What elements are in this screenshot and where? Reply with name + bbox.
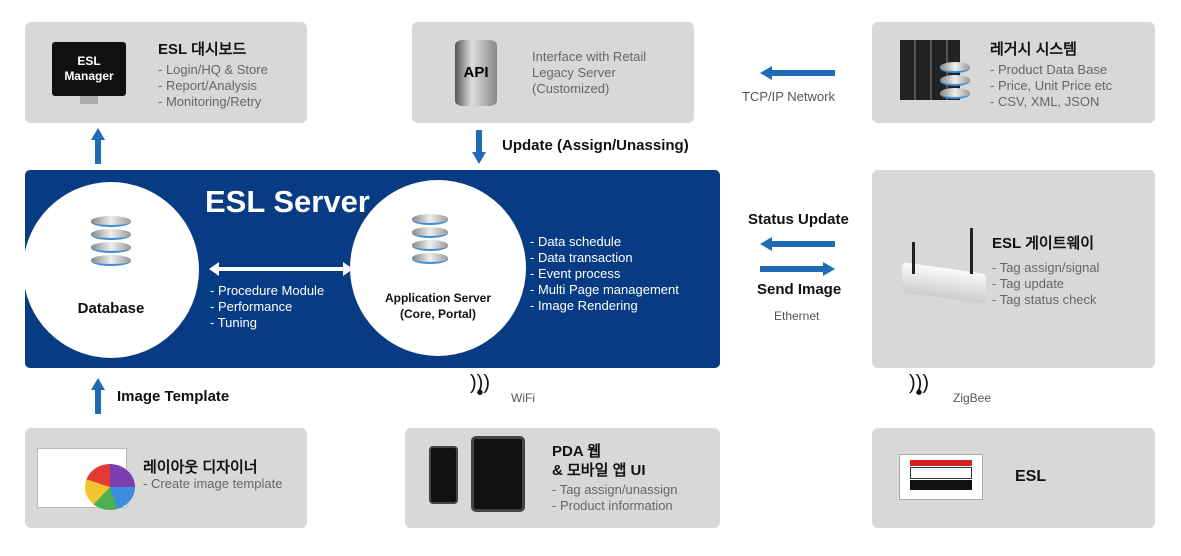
database-circle: Database: [23, 182, 199, 358]
arrow-head: [91, 128, 105, 140]
list-item: - Product Data Base: [990, 62, 1108, 77]
list-item: - Tag assign/unassign: [552, 482, 678, 497]
database-label: Database: [77, 300, 145, 317]
wifi-icon: )))•: [470, 372, 490, 404]
list-item: - Product information: [552, 498, 673, 513]
pda-title: PDA 웹 & 모바일 앱 UI: [552, 442, 646, 480]
phone-icon: [429, 446, 458, 504]
api-cylinder-icon: API: [455, 40, 497, 106]
antenna: [970, 228, 973, 274]
text-line: PDA 웹: [552, 443, 602, 460]
gateway-list: - Tag assign/signal - Tag update - Tag s…: [992, 260, 1099, 308]
list-item: - Tag update: [992, 276, 1065, 291]
list-item: - Procedure Module: [210, 283, 325, 298]
list-item: - Data transaction: [530, 250, 633, 265]
pda-list: - Tag assign/unassign - Product informat…: [552, 482, 678, 514]
list-item: - CSV, XML, JSON: [990, 94, 1100, 109]
server-title: ESL Server: [205, 184, 370, 219]
database-list: - Procedure Module - Performance - Tunin…: [210, 283, 324, 331]
image-template-label: Image Template: [117, 388, 230, 405]
esl-tag-icon: [899, 454, 983, 500]
pda-box: PDA 웹 & 모바일 앱 UI - Tag assign/unassign -…: [405, 428, 720, 528]
text-line: Interface with Retail: [532, 49, 647, 64]
gateway-title: ESL 게이트웨이: [992, 235, 1095, 252]
list-item: - Report/Analysis: [158, 78, 257, 93]
text-line: Legacy Server: [532, 65, 616, 80]
list-item: - Tag status check: [992, 292, 1097, 307]
tag-header: [910, 460, 972, 466]
arrow-up-icon: [95, 140, 101, 164]
esl-box: ESL: [872, 428, 1155, 528]
legacy-title: 레거시 시스템: [990, 41, 1077, 58]
monitor-text: ESL: [77, 54, 101, 68]
dashboard-box: ESL Manager ESL 대시보드 - Login/HQ & Store …: [25, 22, 307, 123]
esl-server: ESL Server Database - Procedure Module -…: [23, 170, 720, 368]
list-item: - Tag assign/signal: [992, 260, 1100, 275]
list-item: - Login/HQ & Store: [158, 62, 268, 77]
dashboard-title: ESL 대시보드: [158, 41, 247, 58]
dashboard-list: - Login/HQ & Store - Report/Analysis - M…: [158, 62, 268, 110]
gateway-box: ESL 게이트웨이 - Tag assign/signal - Tag upda…: [872, 170, 1155, 368]
tag-row: [910, 480, 972, 490]
list-item: - Image Rendering: [530, 298, 638, 313]
tcpip-label: TCP/IP Network: [742, 89, 835, 104]
arrow-shaft: [760, 266, 823, 272]
arrow-head: [209, 262, 219, 276]
designer-box: 레이아웃 디자이너 - Create image template: [25, 428, 307, 528]
tablet-icon: [471, 436, 525, 512]
tag-row: [910, 467, 972, 479]
ethernet-label: Ethernet: [774, 309, 820, 323]
server-icon: [412, 214, 448, 266]
arrow-left-icon: [760, 66, 772, 80]
arrow-shaft: [772, 241, 835, 247]
text-line: (Customized): [532, 81, 610, 96]
arrow-right-icon: [823, 262, 835, 276]
list-item: - Price, Unit Price etc: [990, 78, 1113, 93]
list-item: - Multi Page management: [530, 282, 679, 297]
text-line: & 모바일 앱 UI: [552, 462, 646, 479]
monitor-text: Manager: [64, 69, 114, 83]
pie-chart-icon: [85, 464, 135, 510]
app-server-circle: Application Server (Core, Portal): [350, 180, 526, 356]
list-item: - Tuning: [210, 315, 257, 330]
legacy-box: 레거시 시스템 - Product Data Base - Price, Uni…: [872, 22, 1155, 123]
arrow-head: [91, 378, 105, 390]
monitor-stand: [80, 96, 98, 104]
arrow-shaft: [772, 70, 835, 76]
api-description: Interface with Retail Legacy Server (Cus…: [532, 49, 646, 97]
arrow-head: [343, 262, 353, 276]
text-line: (Core, Portal): [399, 307, 476, 321]
app-server-list: - Data schedule - Data transaction - Eve…: [530, 234, 679, 314]
list-item: - Data schedule: [530, 234, 622, 249]
arrow-left-icon: [760, 237, 772, 251]
esl-title: ESL: [1015, 468, 1047, 485]
zigbee-label: ZigBee: [953, 391, 992, 405]
arrow-up-icon: [95, 390, 101, 414]
list-item: - Create image template: [143, 476, 283, 491]
list-item: - Performance: [210, 299, 293, 314]
arrow-down-icon: [476, 130, 482, 152]
update-label: Update (Assign/Unassing): [502, 137, 689, 154]
send-image-label: Send Image: [757, 281, 842, 298]
database-icon: [91, 216, 131, 268]
antenna: [912, 242, 915, 274]
arrow-head: [472, 152, 486, 164]
list-item: - Event process: [530, 266, 621, 281]
list-item: - Monitoring/Retry: [158, 94, 262, 109]
designer-title: 레이아웃 디자이너: [143, 459, 258, 476]
api-box: API Interface with Retail Legacy Server …: [412, 22, 694, 123]
designer-list: - Create image template: [143, 476, 282, 492]
app-server-label: Application Server (Core, Portal): [350, 290, 526, 322]
legacy-list: - Product Data Base - Price, Unit Price …: [990, 62, 1112, 110]
text-line: Application Server: [384, 291, 492, 305]
status-update-label: Status Update: [748, 211, 849, 228]
bidirectional-arrow-icon: [217, 267, 343, 271]
monitor-icon: ESL Manager: [52, 42, 126, 96]
database-icon: [940, 62, 970, 101]
wifi-label: WiFi: [511, 391, 535, 405]
zigbee-icon: )))•: [909, 372, 929, 404]
